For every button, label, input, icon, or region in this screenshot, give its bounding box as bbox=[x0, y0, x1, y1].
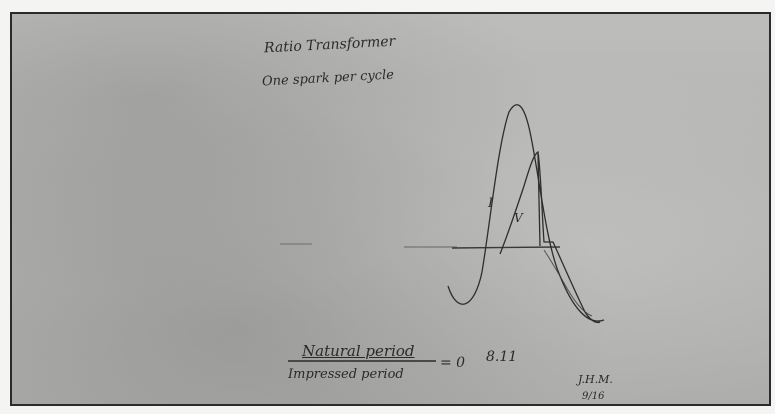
current-wave-curve bbox=[448, 105, 604, 321]
ratio-equals: = 0 bbox=[440, 356, 465, 370]
curve-label-voltage: V bbox=[514, 212, 523, 224]
voltage-wave-curve bbox=[500, 152, 600, 323]
ratio-numerator: Natural period bbox=[302, 344, 415, 359]
handwritten-photo-plate: Ratio Transformer One spark per cycle I … bbox=[10, 12, 771, 406]
ratio-denominator: Impressed period bbox=[288, 368, 404, 381]
decay-tail-curve bbox=[544, 250, 592, 316]
author-initials: J.H.M. bbox=[578, 374, 613, 385]
baseline-axis bbox=[452, 247, 560, 248]
curve-label-current: I bbox=[488, 197, 493, 210]
note-date: 9/16 bbox=[582, 392, 604, 402]
ratio-value: 8.11 bbox=[486, 350, 517, 364]
